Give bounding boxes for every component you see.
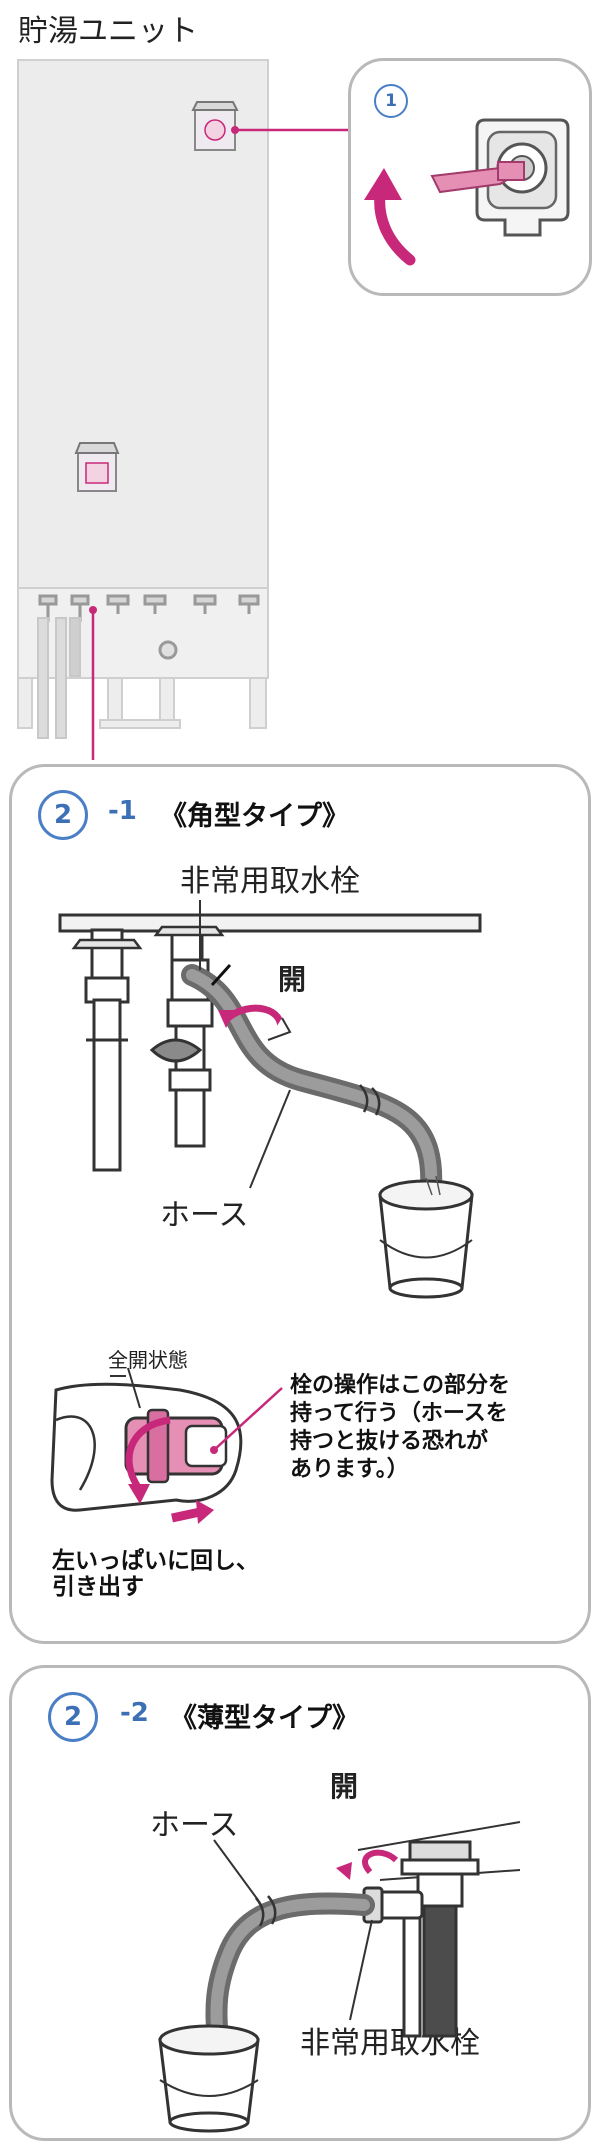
step1-number-badge: 1 (374, 84, 408, 118)
step2-1-valve-illustration (58, 900, 482, 1299)
step2-1-detail-illustration (50, 1367, 283, 1524)
instruction-line-2: 引き出す (52, 1574, 144, 1600)
full-open-label: 全開状態 (108, 1348, 188, 1372)
step2-1-note: 栓の操作はこの部分を 持って行う（ホースを 持つと抜ける恐れが あります。） (290, 1372, 590, 1484)
step2-1-hose-label: ホース (160, 1198, 249, 1233)
step2-2-hose (205, 1892, 375, 2051)
unit-legs (17, 677, 267, 729)
instruction-line-1: 左いっぱいに回し、 (52, 1548, 259, 1574)
upper-access-cover (191, 101, 239, 151)
pipe-valves (38, 594, 260, 660)
storage-unit-illustration (17, 59, 356, 760)
page-title: 貯湯ユニット (18, 14, 198, 49)
left-handle-icon (71, 938, 143, 950)
note-line-2: 持って行う（ホースを (290, 1401, 508, 1426)
valve-grip-icon (124, 1408, 228, 1484)
note-line-3: 持つと抜ける恐れが (290, 1429, 489, 1454)
step2-1-open-label: 開 (278, 963, 307, 996)
step2-1-valve-label: 非常用取水栓 (180, 864, 360, 899)
step2-1-title: 《角型タイプ》 (160, 801, 349, 832)
step2-2-title: 《薄型タイプ》 (170, 1703, 359, 1734)
step2-1-instruction: 左いっぱいに回し、 引き出す (52, 1548, 259, 1600)
rotate-up-arrow-icon (374, 189, 416, 266)
thin-type-pipe (400, 1840, 480, 2038)
step2-2-suffix: -2 (120, 1698, 149, 1728)
step1-illustration (364, 118, 570, 266)
step2-1-number-badge: 2 (38, 790, 88, 840)
turn-left-arrow-icon (125, 1416, 171, 1493)
step2-2-bucket-icon (158, 2024, 260, 2133)
step2-2-hose-label: ホース (150, 1808, 239, 1843)
step2-1-suffix: -1 (108, 796, 137, 826)
step2-2-number-badge: 2 (48, 1692, 98, 1742)
step2-2-rotate-arrow-icon (362, 1849, 399, 1875)
note-line-1: 栓の操作はこの部分を (290, 1373, 511, 1398)
unit-pipes (37, 617, 81, 739)
pull-out-arrow-icon (171, 1507, 201, 1523)
step2-2-open-label: 開 (330, 1770, 359, 1803)
note-line-4: あります。） (290, 1457, 409, 1482)
bucket-icon (378, 1175, 474, 1299)
lower-access-cover (74, 442, 120, 492)
emergency-valve (149, 958, 214, 1148)
